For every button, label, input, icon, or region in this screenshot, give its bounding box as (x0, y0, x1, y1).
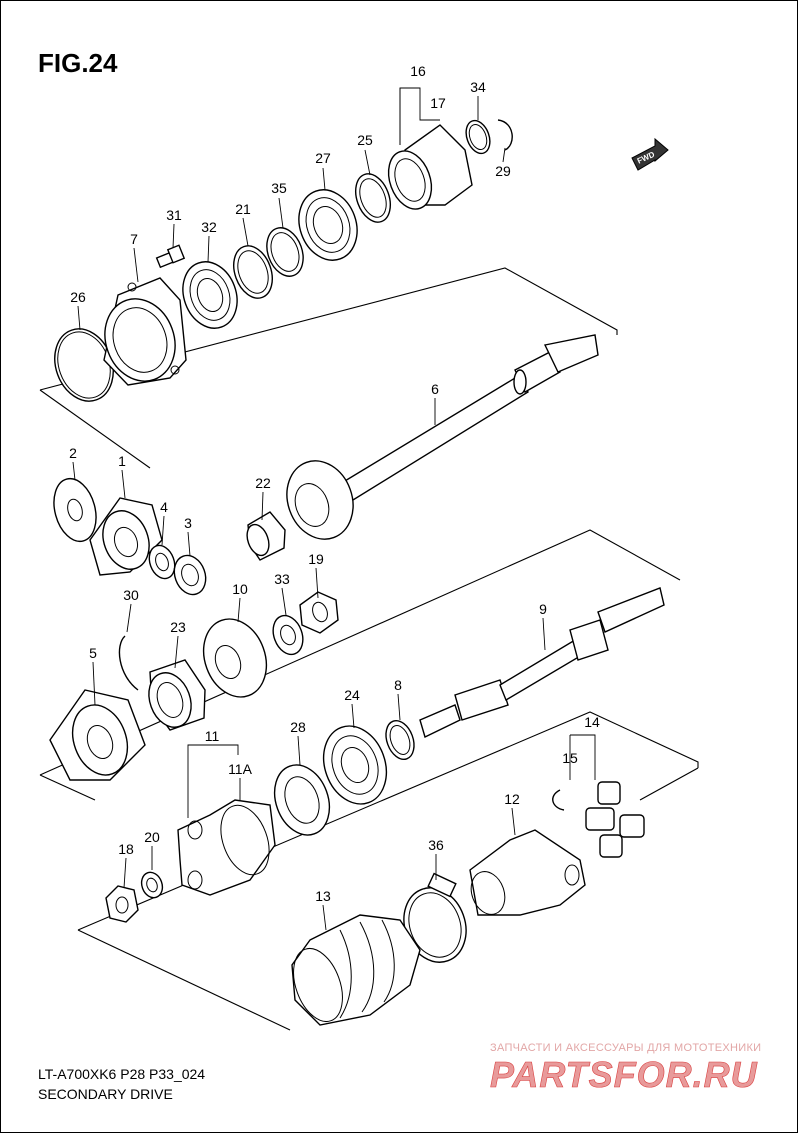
o-ring-8 (385, 719, 415, 761)
circlip-30 (118, 635, 139, 691)
output-shaft-6 (329, 334, 599, 509)
callout-11: 11 (205, 728, 220, 744)
callout-8: 8 (394, 677, 402, 693)
callout-34: 34 (470, 79, 486, 95)
callout-29: 29 (495, 163, 511, 179)
callout-30: 30 (123, 587, 139, 603)
callout-1: 1 (118, 453, 126, 469)
callout-17: 17 (430, 95, 446, 111)
shim-25 (355, 173, 391, 223)
callout-16: 16 (410, 63, 426, 79)
callout-2: 2 (69, 445, 77, 461)
group-frame-output-shaft-bottom (39, 389, 151, 469)
boot-13 (291, 914, 421, 1026)
model-code: LT-A700XK6 P28 P33_024 (38, 1066, 206, 1082)
boot-clamp-36 (403, 872, 467, 963)
shim-25-inner (359, 178, 387, 218)
callout-7: 7 (130, 231, 138, 247)
callout-11a: 11A (228, 761, 253, 777)
circlip-35-inner (270, 232, 300, 272)
callout-6: 6 (431, 381, 439, 397)
shim-21-inner (237, 250, 269, 294)
bearing-24 (322, 725, 388, 805)
callout-33: 33 (274, 571, 290, 587)
ring-34 (465, 119, 491, 155)
bearing-32 (182, 261, 238, 329)
bush-22 (246, 511, 286, 561)
callout-12: 12 (504, 791, 520, 807)
washer-2-hole (67, 498, 83, 522)
callout-35: 35 (271, 180, 287, 196)
washer-33 (272, 614, 304, 656)
circlip-15 (552, 789, 565, 811)
washer-33-hole (280, 624, 296, 646)
group-frame-propeller-bottom (77, 929, 291, 1031)
bearing-housing-7 (103, 277, 187, 386)
callout-5: 5 (89, 645, 97, 661)
drive-shaft-9 (419, 587, 665, 738)
callout-13: 13 (315, 888, 331, 904)
group-frame-output-shaft (39, 267, 618, 391)
callout-22: 22 (255, 475, 271, 491)
bearing-27 (298, 189, 358, 261)
callout-32: 32 (201, 219, 217, 235)
washer-2 (53, 477, 97, 543)
group-frame-propeller-right (639, 767, 699, 801)
universal-joint-14 (585, 781, 645, 858)
yoke-12 (469, 829, 586, 916)
callout-15: 15 (562, 750, 578, 766)
callout-27: 27 (315, 150, 331, 166)
callout-3: 3 (184, 515, 192, 531)
drive-gear-10 (202, 618, 268, 698)
callout-4: 4 (160, 499, 168, 515)
callout-10: 10 (232, 581, 248, 597)
callout-9: 9 (539, 601, 547, 617)
washer-4-hole (155, 552, 169, 572)
drive-gear-6 (286, 460, 354, 540)
callout-14: 14 (584, 714, 600, 730)
group-frame-drive-shaft (39, 529, 681, 776)
oil-seal-28 (273, 764, 331, 836)
bevel-gear-1 (89, 497, 163, 576)
callout-31: 31 (166, 207, 182, 223)
callout-23: 23 (170, 619, 186, 635)
bevel-gear-5 (49, 689, 146, 781)
nut-18 (105, 885, 139, 923)
group-frame-propeller (77, 711, 699, 931)
washer-4 (148, 544, 176, 580)
callout-21: 21 (235, 201, 251, 217)
watermark-tagline: ЗАПЧАСТИ И АКСЕССУАРЫ ДЛЯ МОТОТЕХНИКИ (490, 1042, 762, 1054)
figure-title: FIG.24 (38, 48, 118, 78)
o-ring-8-inner (389, 725, 411, 755)
bearing-case-17 (387, 124, 473, 210)
callout-18: 18 (118, 841, 134, 857)
nut-19 (299, 591, 339, 634)
bearing-23 (148, 659, 206, 731)
diagram-caption: SECONDARY DRIVE (38, 1086, 173, 1102)
washer-20-hole (146, 877, 158, 893)
fwd-arrow-icon: FWD (631, 137, 669, 171)
ring-34-inner (468, 123, 488, 151)
bolt-31 (155, 244, 186, 269)
callout-26: 26 (70, 289, 86, 305)
leader-lines (72, 87, 596, 931)
yoke-11a (177, 799, 276, 896)
watermark-logo: PARTSFOR.RU (490, 1054, 758, 1094)
callout-20: 20 (144, 829, 160, 845)
callout-19: 19 (308, 551, 324, 567)
circlip-35 (266, 227, 304, 277)
callout-28: 28 (290, 719, 306, 735)
nut-3 (173, 554, 207, 596)
callout-25: 25 (357, 132, 373, 148)
callout-36: 36 (428, 837, 444, 853)
watermark-logo-text: PARTSFOR.RU (490, 1054, 758, 1094)
shim-21 (233, 245, 273, 299)
washer-20 (140, 871, 164, 899)
callout-24: 24 (344, 687, 360, 703)
group-frame-drive-shaft-bottom (39, 774, 96, 801)
snap-ring-29 (497, 119, 513, 151)
